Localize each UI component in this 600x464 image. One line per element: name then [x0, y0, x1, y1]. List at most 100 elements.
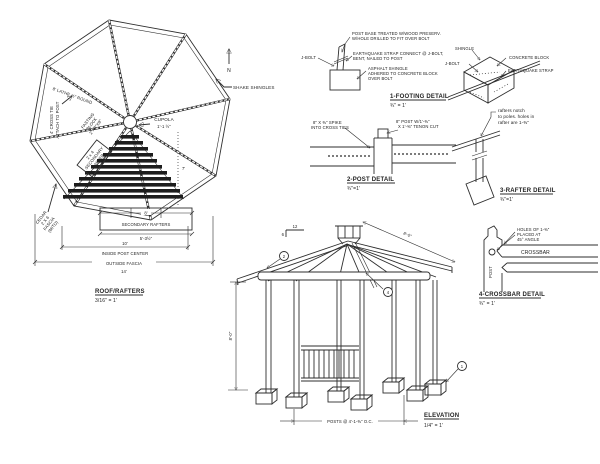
dim-8: 8'	[144, 211, 147, 216]
shake-shingles-leader	[216, 79, 232, 88]
footing-title: 1-FOOTING DETAIL	[390, 94, 449, 100]
cupola-dim: 1'-1 ½"	[157, 124, 171, 129]
posts-dim-label: POSTS @ 4'-1-⅜" O.C.	[327, 419, 373, 424]
svg-text:ATTACH TO POST: ATTACH TO POST	[55, 101, 60, 138]
tenon-note-2: X 1'-⅜" TENON CUT	[398, 124, 439, 129]
callout-4: 4	[366, 273, 393, 297]
tenon	[377, 128, 389, 139]
j-bolt-label-2: J-BOLT	[445, 61, 460, 66]
svg-text:4: 4	[387, 290, 390, 295]
roof-plan-view: CUPOLA 1'-1 ½" 7' 8' LATHE ½" ROUND 4' C…	[29, 19, 274, 304]
height-dimension: 8'-0"	[228, 282, 248, 390]
shingle-label: SHINGLE	[455, 46, 474, 51]
tenon-note-1: 8" POST W/1'-⅜"	[396, 119, 430, 124]
strap-note-1: EARTHQUAKE STRAP CONNECT @ J-BOLT,	[353, 51, 443, 56]
svg-text:4' CROSS TIE: 4' CROSS TIE	[49, 106, 54, 134]
secondary-rafters-label: SECONDARY RAFTERS	[122, 222, 171, 227]
crossbar-scale: ¾" = 1'	[479, 301, 495, 307]
shingle-note-2: ADHERED TO CONCRETE BLOCK	[368, 71, 438, 76]
elevation-posts	[265, 280, 438, 399]
elevation-footings	[254, 377, 448, 411]
j-bolt-label: J-BOLT	[301, 55, 316, 60]
post-title: 2-POST DETAIL	[347, 177, 394, 183]
post-base-note-1: POST BASE TREATED W/WOOD PRESERV.	[352, 31, 441, 36]
holes-note-2: PLACED AT	[517, 232, 541, 237]
rafter-note-3: rafter are 1-⅜"	[498, 120, 529, 125]
footing-title-block: 1-FOOTING DETAIL ¾" = 1'	[390, 94, 449, 109]
rafter-detail: SHINGLE J-BOLT CONCRETE BLOCK EARTHQUAKE…	[445, 46, 556, 206]
elevation-railing	[301, 345, 359, 382]
post-scale: ¾"=1'	[347, 186, 360, 192]
elevation-title: ELEVATION	[424, 413, 459, 419]
dim-10: 10'	[122, 241, 128, 246]
svg-text:8'-0": 8'-0"	[403, 231, 413, 239]
rafter-title: 3-RAFTER DETAIL	[500, 188, 556, 194]
plan-scale: 3/16" = 1'	[95, 298, 117, 304]
crossbar-label: CROSSBAR	[521, 250, 550, 256]
crossbar-detail: HOLES OF 1-⅜" PLACED AT 45° ANGLE CROSSB…	[479, 225, 598, 307]
strap-note-2: BENT, NAILED TO POST	[353, 56, 403, 61]
rafter-post-elevation	[451, 130, 501, 206]
shingle-fan	[63, 130, 185, 200]
rafter-note-1: rafters notch	[498, 108, 525, 113]
post-label-rotated: POST	[488, 266, 493, 278]
holes-note-3: 45° ANGLE	[517, 237, 539, 242]
svg-text:2 X 6: 2 X 6	[40, 214, 51, 226]
svg-text:1: 1	[461, 364, 464, 369]
footing-block	[329, 69, 361, 91]
rafter-footing	[465, 175, 495, 206]
svg-text:POST: POST	[488, 266, 493, 278]
rafter-scale: ¾"=1'	[500, 197, 513, 203]
cedar-leader	[47, 184, 56, 213]
elevation-scale: 1/4" = 1'	[424, 423, 443, 429]
spike-note-1: 8" X ⅜" SPIKE	[313, 120, 342, 125]
spike-note-2: INTO CROSS TIES	[311, 125, 349, 130]
shingle-note-3: OVER BOLT	[368, 76, 393, 81]
footing-detail: POST BASE TREATED W/WOOD PRESERV. W/HOLE…	[301, 31, 449, 109]
svg-text:2: 2	[283, 254, 286, 259]
plate-beam	[257, 271, 431, 281]
concrete-block-label: CONCRETE BLOCK	[509, 55, 549, 60]
inside-post-center-label: INSIDE POST CENTER	[102, 251, 149, 256]
dim-7-label: 7'	[182, 166, 185, 171]
cedar-fascia-note: CEDAR 2 X 6 FASCIA (MITD)	[34, 210, 59, 234]
iso-block	[463, 56, 515, 104]
plan-dimensions: 8' SECONDARY RAFTERS 5'-3½" 10' INSIDE P…	[32, 207, 216, 274]
crossbar-title: 4-CROSSBAR DETAIL	[479, 292, 545, 298]
pitch-run: 6	[282, 232, 285, 237]
posts-dimension: POSTS @ 4'-1-⅜" O.C.	[280, 395, 418, 425]
secondary-rafter-box	[99, 207, 193, 231]
shake-shingles-label: SHAKE SHINGLES	[233, 85, 274, 90]
callout-1: 1	[446, 361, 467, 383]
rafter-note-2: to poles. holes in	[498, 114, 535, 119]
post-title-block: 2-POST DETAIL ¾"=1'	[347, 177, 395, 192]
pitch-rise: 12	[293, 224, 298, 229]
crossbar-post-outline	[483, 225, 503, 292]
crossbar-title-block: 4-CROSSBAR DETAIL ¾" = 1'	[479, 292, 545, 307]
dim-14: 14'	[121, 269, 127, 274]
crossbar-hole	[488, 248, 496, 256]
callout-2: 2	[267, 251, 289, 269]
earthquake-strap-label: EARTHQUAKE STRAP	[508, 68, 554, 73]
svg-text:8'-0": 8'-0"	[228, 331, 233, 340]
plan-title-block: ROOF/RAFTERS 3/16" = 1'	[95, 289, 145, 304]
dim-5-3half: 5'-3½"	[140, 236, 153, 241]
outside-fascia-label: OUTSIDE FASCIA	[106, 261, 142, 266]
north-arrow: N	[227, 49, 231, 74]
slope-dimension: 8'-0"	[363, 222, 455, 262]
post-base-note-2: W/HOLE DRILLED TO FIT OVER BOLT	[352, 36, 430, 41]
post-detail: 8" X ⅜" SPIKE INTO CROSS TIES 8" POST W/…	[310, 119, 456, 192]
strut-line-1	[351, 242, 375, 289]
elevation-view: 12 6 8'-0" 8'-0" 2 4	[228, 222, 467, 429]
cross-tie-note: 4' CROSS TIE ATTACH TO POST	[49, 101, 60, 138]
svg-text:2 x 4: 2 x 4	[85, 149, 95, 160]
cupola-leader	[139, 124, 151, 125]
cross-tie-leader	[61, 96, 72, 105]
plan-title: ROOF/RAFTERS	[95, 289, 145, 295]
holes-note-1: HOLES OF 1-⅜"	[517, 227, 550, 232]
shingle-note-1: ASPHALT SHINGLE	[368, 66, 408, 71]
cupola-label: CUPOLA	[154, 117, 174, 122]
rafter-title-block: 3-RAFTER DETAIL ¾"=1'	[500, 188, 556, 203]
